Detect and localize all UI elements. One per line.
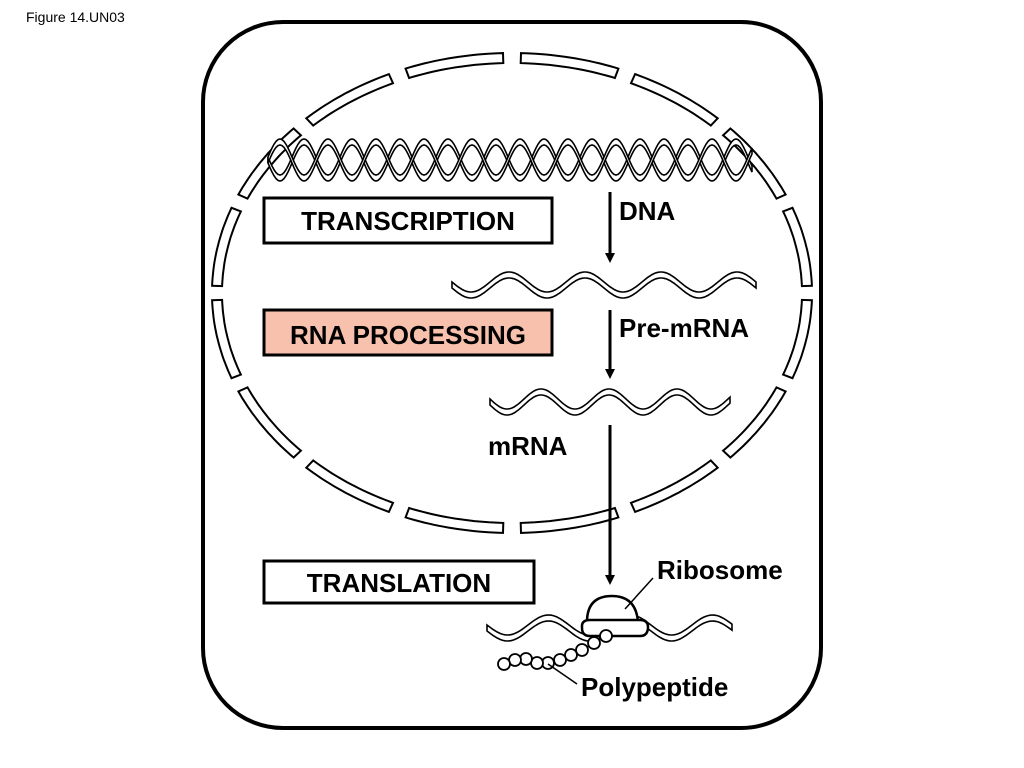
envelope-segment [211,206,243,288]
amino-acid-bead [553,653,567,667]
envelope-segment [721,386,788,459]
translation-box: TRANSLATION [262,559,536,605]
polypeptide-chain [497,629,613,671]
rna-processing-highlight [262,308,554,357]
rna-processing-box: RNA PROCESSING [262,308,554,357]
envelope-segment [781,298,813,380]
envelope-segment [236,386,303,459]
pre-mrna-label: Pre-mRNA [619,313,749,343]
transcription-box: TRANSCRIPTION [262,196,554,245]
polypeptide-label: Polypeptide [581,672,728,702]
envelope-segment [211,298,243,380]
envelope-segment [781,206,813,288]
pre-mrna-strand [451,271,757,299]
dna-double-helix [267,138,753,182]
helix-strand [267,138,753,182]
envelope-segment [519,52,620,80]
amino-acid-bead [575,643,589,657]
ribosome-icon [580,577,654,638]
rna-processing-label: RNA PROCESSING [290,320,526,350]
transcription-label: TRANSCRIPTION [301,206,515,236]
envelope-segment [519,506,620,534]
amino-acid-bead [587,636,601,650]
polypeptide-pointer [547,663,578,685]
figure-caption: Figure 14.UN03 [26,9,125,25]
envelope-segment [304,72,395,127]
amino-acid-bead [564,648,578,662]
amino-acid-bead [497,657,511,671]
mrna-strand [489,388,731,416]
translation-label: TRANSLATION [307,568,491,598]
ribosome-label: Ribosome [657,555,783,585]
envelope-segment [629,459,720,514]
envelope-segment [629,72,720,127]
envelope-segment [404,52,505,80]
cell-outline [201,20,823,730]
dna-label: DNA [619,196,676,226]
mrna-label: mRNA [488,431,568,461]
envelope-segment [721,127,788,200]
envelope-segment [304,459,395,514]
helix-strand [451,271,757,299]
nuclear-envelope [211,52,813,534]
helix-strand [489,388,731,416]
amino-acid-bead [599,629,613,643]
envelope-segment [404,506,505,534]
